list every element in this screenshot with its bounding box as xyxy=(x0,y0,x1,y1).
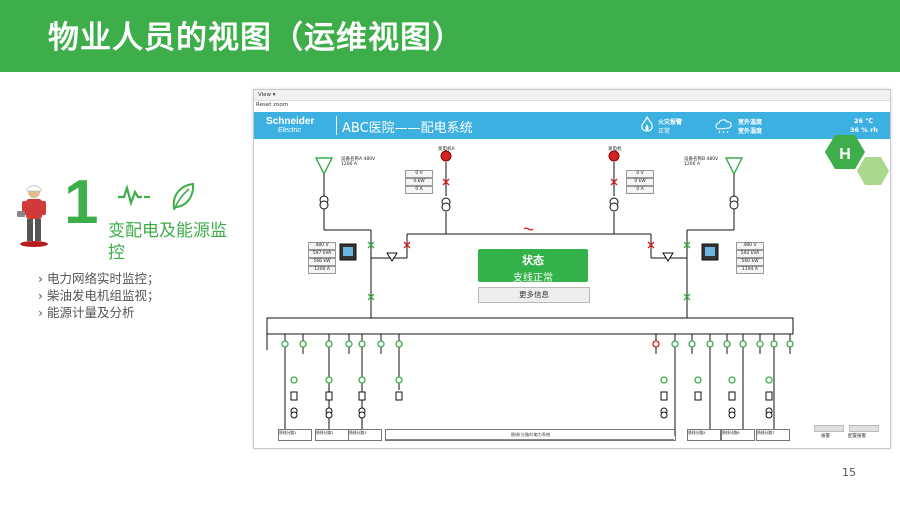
svg-text:H: H xyxy=(839,146,851,163)
feature-item: › 电力网络实时监控； xyxy=(38,271,160,286)
scada-screenshot: View ▾ Reset zoom Schneider Electric ABC… xyxy=(253,89,891,449)
generator-b-voltage: 0 V xyxy=(626,170,654,178)
generator-a-current: 0 A xyxy=(405,186,433,194)
single-line-diagram xyxy=(266,150,794,441)
feeder-bus-label: 馈线(分路4)电力系统 xyxy=(385,429,676,441)
left-meter-voltage: 480 V xyxy=(308,242,336,250)
right-meter-kw: 560 kW xyxy=(736,258,764,266)
outdoor-temp-value: 26 ℃ xyxy=(854,117,874,125)
generator-b-current: 0 A xyxy=(626,186,654,194)
right-meter-voltage: 480 V xyxy=(736,242,764,250)
left-meter-label: 设备名称A 480V 1200 A xyxy=(341,157,376,167)
more-info-button[interactable]: 更多信息 xyxy=(478,287,590,303)
feeder-box[interactable]: 馈线分路5 xyxy=(687,429,721,441)
config-alarm-button[interactable] xyxy=(849,425,879,432)
hospital-hexagon-logo: H xyxy=(825,135,889,185)
alarm-button-label: 报警 xyxy=(821,434,830,439)
slide-title: 物业人员的视图（运维视图） xyxy=(48,20,464,56)
right-meter-label: 设备名称B 480V 1200 A xyxy=(684,157,719,167)
reset-zoom-link[interactable]: Reset zoom xyxy=(256,102,289,108)
brand-logo: Schneider Electric xyxy=(266,116,315,135)
left-meter-kw: 566 kW xyxy=(308,258,336,266)
status-value: 支线正常 xyxy=(513,273,553,284)
maintenance-worker-icon xyxy=(17,185,48,247)
power-wave-icon xyxy=(118,184,150,206)
left-meter-kva: 597 kVA xyxy=(308,250,336,258)
feeder-box[interactable]: 馈线分路2 xyxy=(315,429,349,441)
fire-alarm-icon xyxy=(641,116,653,132)
right-meter-kva: 592 kVA xyxy=(736,250,764,258)
feeder-box[interactable]: 馈线分路7 xyxy=(756,429,790,441)
fire-alarm-status: 正常 xyxy=(658,128,671,135)
system-title: ABC医院——配电系统 xyxy=(342,121,473,136)
generator-a-label: 发电机A xyxy=(438,147,455,152)
feeder-box[interactable]: 馈线分路1 xyxy=(278,429,312,441)
weather-icon xyxy=(715,119,732,133)
outdoor-humidity-value: 36 % rh xyxy=(850,126,878,134)
outdoor-temp-label: 室外温度 xyxy=(738,119,763,126)
leaf-icon xyxy=(172,182,195,211)
menu-bar: View ▾ xyxy=(254,90,890,101)
generator-b-label: 发电机 xyxy=(608,147,622,152)
section-title: 变配电及能源监控 xyxy=(108,221,227,263)
alarm-button[interactable] xyxy=(814,425,844,432)
feeder-box[interactable]: 馈线分路6 xyxy=(721,429,755,441)
generator-a-kw: 0 kW xyxy=(405,178,433,186)
right-meter-current: 1194 A xyxy=(736,266,764,274)
generator-a-voltage: 0 V xyxy=(405,170,433,178)
brand-divider xyxy=(336,116,337,135)
outdoor-humidity-label: 室外湿度 xyxy=(738,128,763,135)
status-title: 状态 xyxy=(522,254,544,267)
app-banner: Schneider Electric ABC医院——配电系统 火灾报警 正常 室… xyxy=(254,112,890,139)
left-meter-current: 1200 A xyxy=(308,266,336,274)
generator-b-kw: 0 kW xyxy=(626,178,654,186)
status-panel[interactable]: 状态 支线正常 xyxy=(478,249,588,284)
page-number: 15 xyxy=(842,466,856,479)
feature-item: › 柴油发电机组监视； xyxy=(38,288,160,303)
view-menu[interactable]: View ▾ xyxy=(258,92,276,98)
section-number: 1 xyxy=(64,168,99,237)
feeder-box[interactable]: 馈线分路3 xyxy=(348,429,382,441)
feature-list: › 电力网络实时监控； › 柴油发电机组监视； › 能源计量及分析 xyxy=(38,270,160,321)
fire-alarm-label: 火灾报警 xyxy=(658,119,683,126)
slide-header: 物业人员的视图（运维视图） xyxy=(0,0,900,72)
feature-item: › 能源计量及分析 xyxy=(38,305,135,320)
config-alarm-button-label: 配置报警 xyxy=(848,434,866,439)
